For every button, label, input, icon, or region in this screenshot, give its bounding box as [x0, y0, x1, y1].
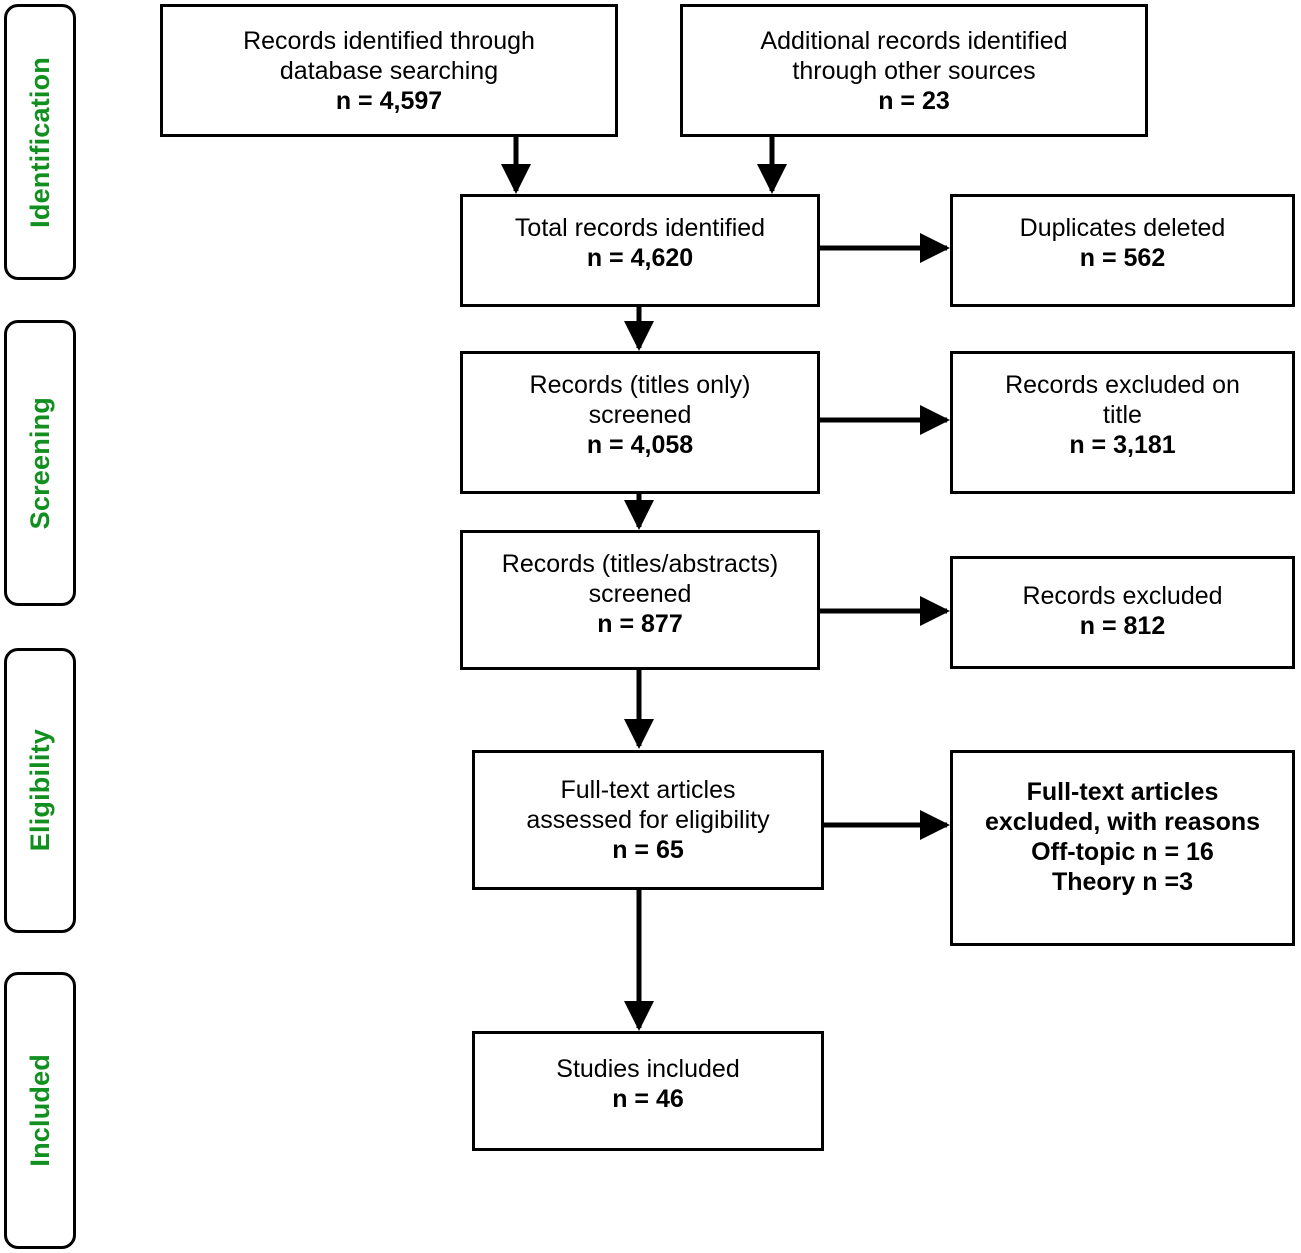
fulltext-assessed-line1: Full-text articles	[560, 776, 736, 804]
fulltext-assessed-line2: assessed for eligibility	[526, 806, 770, 834]
phase-included-label: Included	[24, 1054, 55, 1167]
titles-screened-line1: Records (titles only)	[529, 371, 751, 399]
fulltext-excluded-line2: excluded, with reasons	[984, 808, 1261, 836]
db-search-line2: database searching	[279, 56, 499, 85]
studies-included-count: n = 46	[612, 1085, 684, 1113]
box-records-excluded-on-title: Records excluded on title n = 3,181	[950, 351, 1295, 494]
phase-identification: Identification	[4, 4, 76, 280]
abstracts-screened-line2: screened	[588, 580, 692, 608]
phase-screening: Screening	[4, 320, 76, 606]
titles-screened-count: n = 4,058	[586, 431, 694, 459]
box-studies-included: Studies included n = 46	[472, 1031, 824, 1151]
phase-identification-label: Identification	[24, 56, 55, 228]
other-sources-line2: through other sources	[792, 56, 1036, 85]
abstracts-screened-count: n = 877	[597, 610, 683, 638]
other-sources-count: n = 23	[878, 86, 950, 115]
duplicates-line1: Duplicates deleted	[1019, 214, 1226, 242]
fulltext-excluded-line1: Full-text articles	[1026, 778, 1219, 806]
box-total-records-identified: Total records identified n = 4,620	[460, 194, 820, 307]
duplicates-count: n = 562	[1079, 244, 1166, 272]
box-records-identified-database: Records identified through database sear…	[160, 4, 618, 137]
box-duplicates-deleted: Duplicates deleted n = 562	[950, 194, 1295, 307]
excluded-title-line2: title	[1103, 401, 1142, 429]
box-records-excluded: Records excluded n = 812	[950, 556, 1295, 669]
fulltext-excluded-reason2: Theory n =3	[1051, 868, 1193, 896]
total-identified-count: n = 4,620	[586, 244, 694, 272]
box-additional-records-other-sources: Additional records identified through ot…	[680, 4, 1148, 137]
excluded-title-line1: Records excluded on	[1005, 371, 1240, 399]
fulltext-assessed-count: n = 65	[612, 836, 684, 864]
other-sources-line1: Additional records identified	[760, 26, 1068, 55]
db-search-count: n = 4,597	[335, 86, 443, 115]
fulltext-excluded-reason1: Off-topic n = 16	[1031, 838, 1214, 866]
excluded-title-count: n = 3,181	[1069, 431, 1176, 459]
records-excluded-line1: Records excluded	[1022, 582, 1223, 610]
titles-screened-line2: screened	[588, 401, 692, 429]
phase-eligibility-label: Eligibility	[24, 729, 55, 852]
total-identified-line1: Total records identified	[514, 214, 766, 242]
box-fulltext-assessed-eligibility: Full-text articles assessed for eligibil…	[472, 750, 824, 890]
studies-included-line1: Studies included	[556, 1055, 740, 1083]
abstracts-screened-line1: Records (titles/abstracts)	[501, 550, 779, 578]
phase-eligibility: Eligibility	[4, 648, 76, 933]
box-fulltext-excluded-with-reasons: Full-text articles excluded, with reason…	[950, 750, 1295, 946]
db-search-line1: Records identified through	[243, 26, 535, 55]
box-records-titles-abstracts-screened: Records (titles/abstracts) screened n = …	[460, 530, 820, 670]
box-records-titles-only-screened: Records (titles only) screened n = 4,058	[460, 351, 820, 494]
phase-included: Included	[4, 972, 76, 1249]
phase-screening-label: Screening	[24, 396, 55, 530]
records-excluded-count: n = 812	[1079, 612, 1166, 640]
